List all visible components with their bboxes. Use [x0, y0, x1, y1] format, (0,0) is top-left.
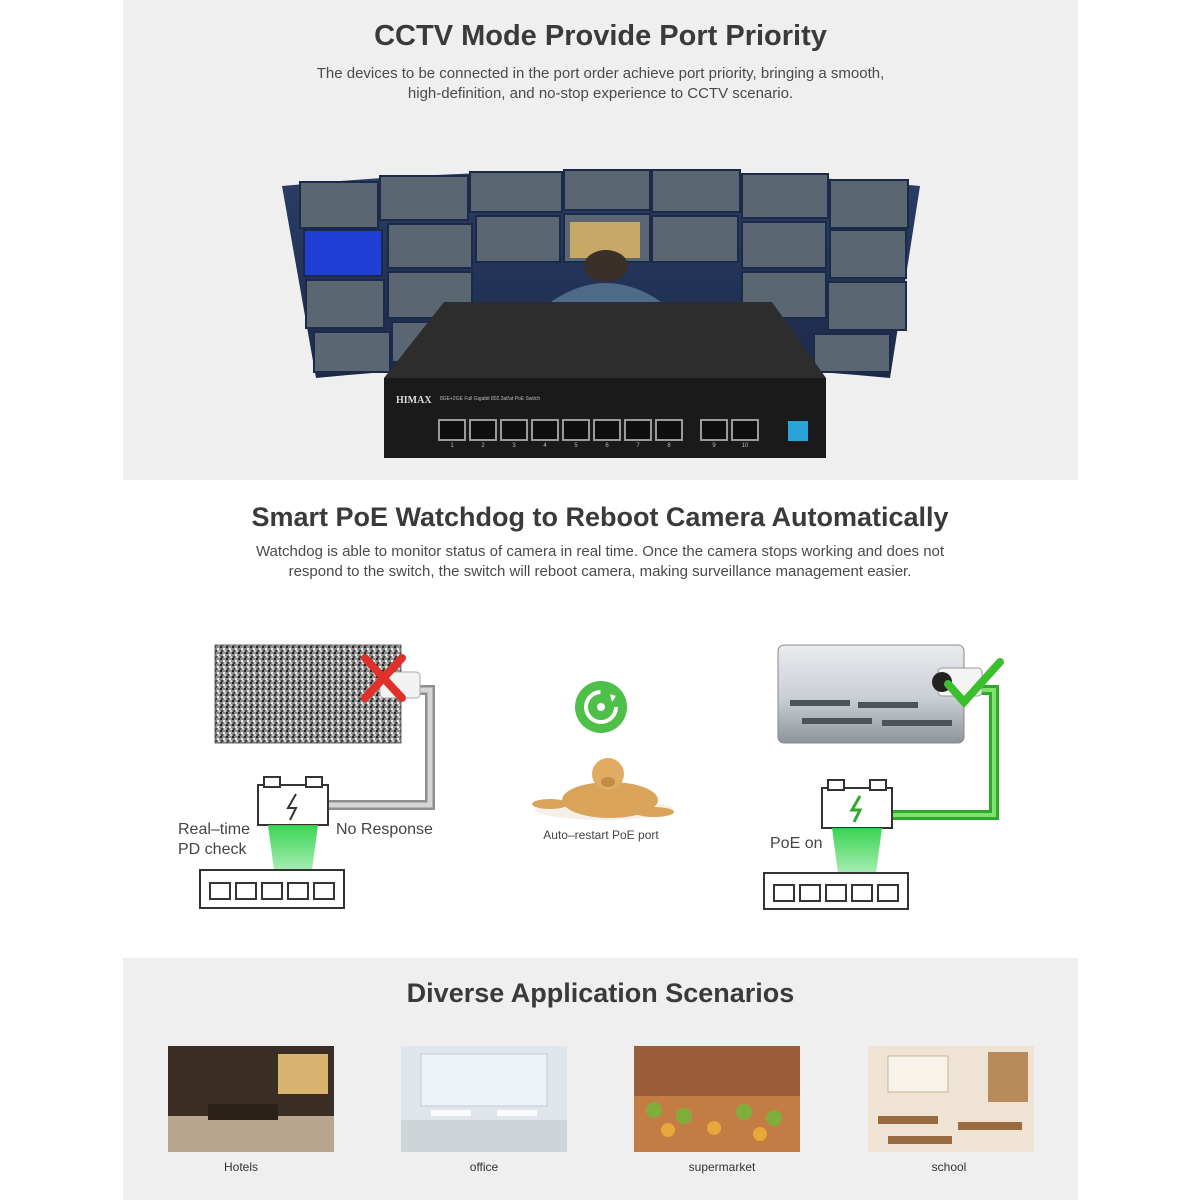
hotels-label: Hotels: [223, 1160, 258, 1174]
cctv-subtitle-line-1: The devices to be connected in the port …: [316, 65, 885, 82]
switch-port-number: 4: [543, 443, 547, 449]
office-image: [401, 1046, 567, 1152]
supermarket-image: [634, 1046, 800, 1152]
switch-port-number: 3: [512, 443, 516, 449]
switch-port: [500, 419, 528, 441]
auto-restart-label: Auto–restart PoE port: [543, 828, 659, 842]
switch-port: [700, 419, 728, 441]
switch-port: [438, 419, 466, 441]
left-check-label: Real–time PD check: [178, 820, 250, 860]
watchdog-failed-camera-diagram: [199, 644, 435, 909]
switch-port-number: 7: [636, 443, 640, 449]
school-image: [868, 1046, 1034, 1152]
switch-port-number: 5: [574, 443, 578, 449]
cctv-title: CCTV Mode Provide Port Priority: [374, 20, 827, 52]
watchdog-subtitle-line-2: respond to the switch, the switch will r…: [288, 563, 912, 580]
left-check-label-line-2: PD check: [178, 841, 247, 858]
switch-port: [531, 419, 559, 441]
watchdog-subtitle-line-1: Watchdog is able to monitor status of ca…: [255, 543, 945, 560]
switch-port: [655, 419, 683, 441]
dog-image: [532, 758, 675, 820]
switch-port-number: 8: [667, 443, 671, 449]
switch-port-row: 1 2 3 4 5 6 7 8 9 10: [438, 419, 818, 455]
switch-port: [624, 419, 652, 441]
switch-port: [469, 419, 497, 441]
supermarket-label: supermarket: [688, 1160, 756, 1174]
switch-port-number: 6: [605, 443, 609, 449]
switch-port: [731, 419, 759, 441]
office-label: office: [469, 1160, 499, 1174]
poe-switch-image: [384, 302, 826, 458]
left-check-label-line-1: Real–time: [178, 821, 251, 838]
watchdog-subtitle: Watchdog is able to monitor status of ca…: [0, 542, 1200, 582]
switch-port-number: 9: [712, 443, 716, 449]
restart-icon: [575, 681, 627, 733]
cctv-subtitle: The devices to be connected in the port …: [123, 64, 1078, 104]
poe-on-label: PoE on: [770, 835, 823, 852]
switch-port-number: 1: [450, 443, 454, 449]
school-label: school: [931, 1160, 967, 1174]
switch-model-text: 8GE+2GE Full Gigabit 802.3af/at PoE Swit…: [440, 396, 541, 402]
switch-port-number: 2: [481, 443, 485, 449]
switch-port: [593, 419, 621, 441]
switch-dip-switch: [788, 421, 808, 441]
scenarios-title: Diverse Application Scenarios: [406, 978, 795, 1008]
switch-port-number: 10: [741, 443, 749, 449]
hotels-image: [168, 1046, 334, 1152]
watchdog-title: Smart PoE Watchdog to Reboot Camera Auto…: [251, 502, 949, 532]
watchdog-working-camera-diagram: [763, 644, 1004, 910]
no-response-label: No Response: [336, 821, 433, 838]
switch-brand: HIMAX: [396, 395, 432, 406]
switch-port: [562, 419, 590, 441]
cctv-subtitle-line-2: high-definition, and no-stop experience …: [407, 85, 794, 102]
